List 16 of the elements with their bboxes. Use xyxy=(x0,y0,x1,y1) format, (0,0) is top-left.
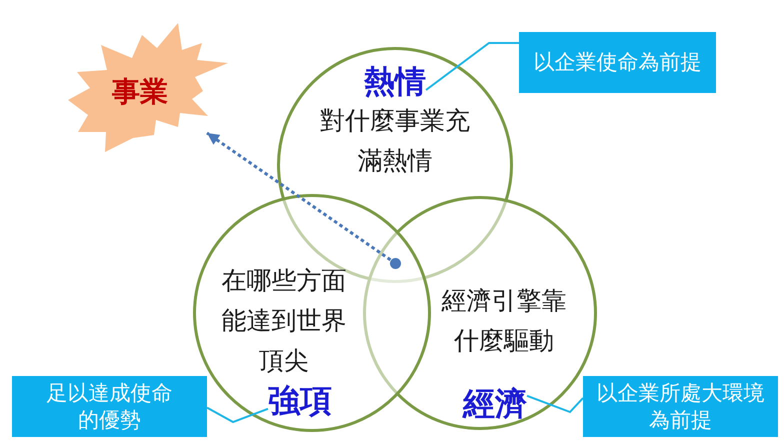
callout-box: 足以達成使命的優勢 xyxy=(12,376,207,437)
venn-circle xyxy=(193,194,431,432)
callout-box: 以企業所處大環境為前提 xyxy=(583,376,778,437)
circle-text: 經濟引擎靠什麼驅動 xyxy=(440,285,568,357)
leader-line xyxy=(526,394,584,414)
circle-heading: 經濟 xyxy=(463,386,527,422)
dotted-arrow xyxy=(206,132,392,262)
circle-text: 對什麼事業充滿熱情 xyxy=(319,105,471,177)
circle-heading: 熱情 xyxy=(364,65,426,101)
dot xyxy=(390,258,400,268)
circle-text: 在哪些方面能達到世界頂尖 xyxy=(220,265,348,377)
leader-line xyxy=(206,406,268,424)
circle-heading: 強項 xyxy=(268,382,332,420)
starburst: 事業 xyxy=(68,23,229,153)
leader-line xyxy=(425,42,519,91)
callout-box: 以企業使命為前提 xyxy=(519,32,716,93)
